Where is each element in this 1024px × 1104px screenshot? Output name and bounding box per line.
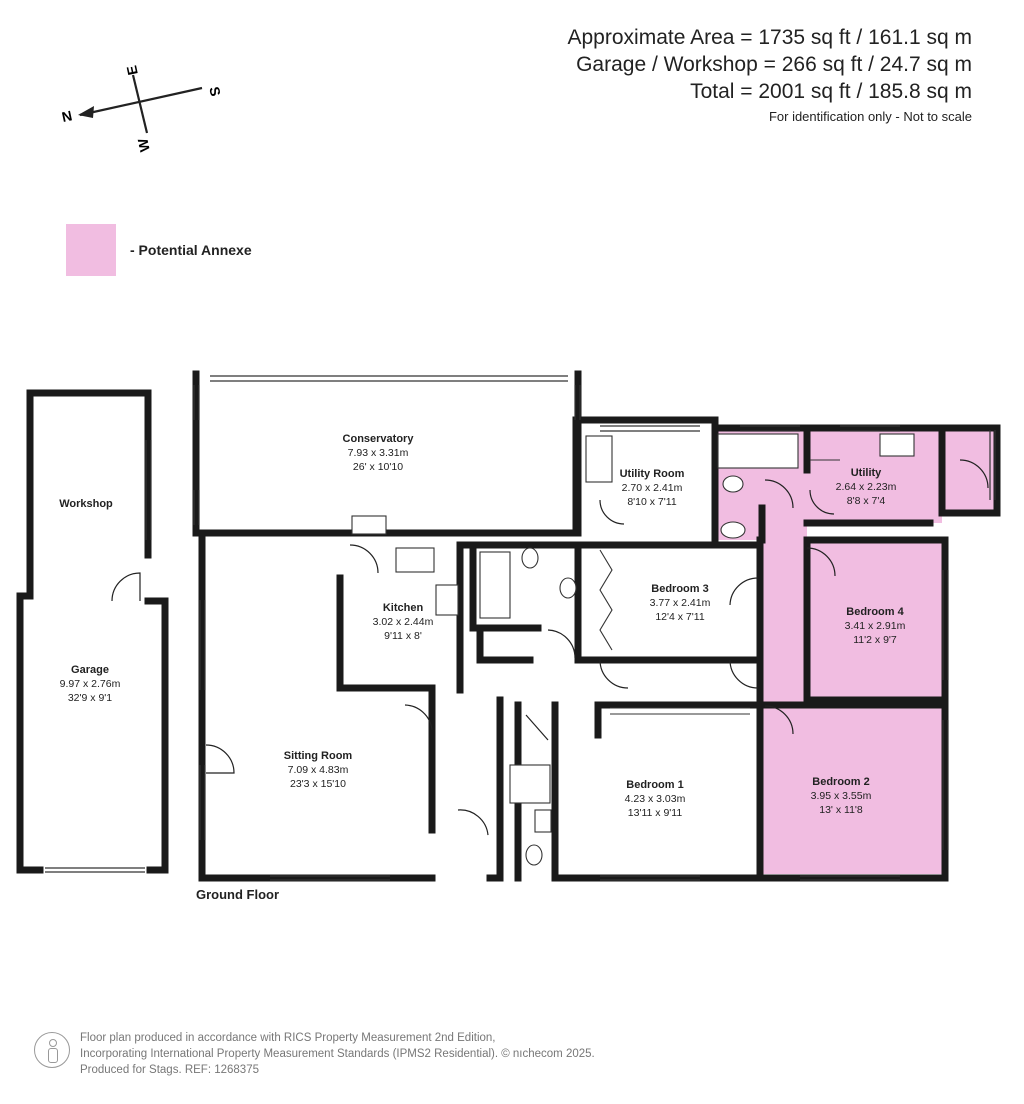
utility-name: Utility (851, 467, 882, 479)
sitting-room-name: Sitting Room (284, 750, 353, 762)
utility-room-name: Utility Room (620, 468, 685, 480)
footer-line2: Incorporating International Property Mea… (80, 1048, 595, 1060)
conservatory-metric: 7.93 x 3.31m (348, 447, 409, 459)
bedroom1-metric: 4.23 x 3.03m (625, 793, 686, 805)
annexe-walls (711, 424, 1001, 517)
utility-room-walls (572, 416, 719, 544)
footer-line1: Floor plan produced in accordance with R… (80, 1032, 496, 1044)
compass-s: S (206, 85, 224, 97)
legend-label: - Potential Annexe (130, 242, 252, 258)
bedroom4-imperial: 11'2 x 9'7 (853, 634, 897, 646)
bath-icon (479, 551, 511, 619)
kitchen-metric: 3.02 x 2.44m (373, 616, 434, 628)
bedroom2-imperial: 13' x 11'8 (819, 804, 863, 816)
bedroom4-metric: 3.41 x 2.91m (845, 620, 906, 632)
footer: Floor plan produced in accordance with R… (80, 1030, 595, 1078)
total-area: Total = 2001 sq ft / 185.8 sq m (690, 80, 972, 103)
legend: - Potential Annexe (66, 224, 252, 276)
sitting-room-imperial: 23'3 x 15'10 (290, 778, 346, 790)
approximate-area: Approximate Area = 1735 sq ft / 161.1 sq… (567, 26, 973, 49)
garage-walls (26, 389, 152, 559)
floor-label: Ground Floor (196, 887, 280, 902)
compass-icon: N E S W (60, 64, 224, 153)
utility-metric: 2.64 x 2.23m (836, 481, 897, 493)
annexe-swatch (66, 224, 116, 276)
garage-workshop-area: Garage / Workshop = 266 sq ft / 24.7 sq … (576, 53, 972, 76)
area-summary: Approximate Area = 1735 sq ft / 161.1 sq… (568, 24, 973, 127)
conservatory-name: Conservatory (343, 433, 415, 445)
bedroom3-metric: 3.77 x 2.41m (650, 597, 711, 609)
footer-line3: Produced for Stags. REF: 1268375 (80, 1064, 259, 1076)
kitchen-name: Kitchen (383, 602, 424, 614)
house-walls (198, 529, 436, 882)
compass-e: E (123, 64, 141, 76)
garage-name: Garage (71, 664, 109, 676)
utility-room-imperial: 8'10 x 7'11 (627, 496, 677, 508)
conservatory-imperial: 26' x 10'10 (353, 461, 403, 473)
scale-note: For identification only - Not to scale (768, 109, 972, 124)
sitting-room-metric: 7.09 x 4.83m (288, 764, 349, 776)
bedroom4-name: Bedroom 4 (846, 606, 904, 618)
bedroom3-name: Bedroom 3 (651, 583, 708, 595)
kitchen-imperial: 9'11 x 8' (384, 630, 422, 642)
workshop-name: Workshop (59, 498, 113, 510)
person-icon (34, 1032, 70, 1068)
bedroom2-metric: 3.95 x 3.55m (811, 790, 872, 802)
bedroom2-name: Bedroom 2 (812, 776, 869, 788)
bedroom1-name: Bedroom 1 (626, 779, 683, 791)
utility-imperial: 8'8 x 7'4 (847, 495, 886, 507)
utility-room-metric: 2.70 x 2.41m (622, 482, 683, 494)
sink-icon (585, 435, 613, 483)
bedroom3-imperial: 12'4 x 7'11 (655, 611, 705, 623)
bedroom1-imperial: 13'11 x 9'11 (628, 807, 683, 819)
garage-imperial: 32'9 x 9'1 (68, 692, 112, 704)
compass-n: N (60, 107, 73, 125)
garage-metric: 9.97 x 2.76m (60, 678, 121, 690)
toilet-icon (722, 475, 744, 493)
kitchen-walls (336, 574, 436, 692)
compass-w: W (134, 136, 153, 153)
shower-icon (509, 764, 551, 804)
